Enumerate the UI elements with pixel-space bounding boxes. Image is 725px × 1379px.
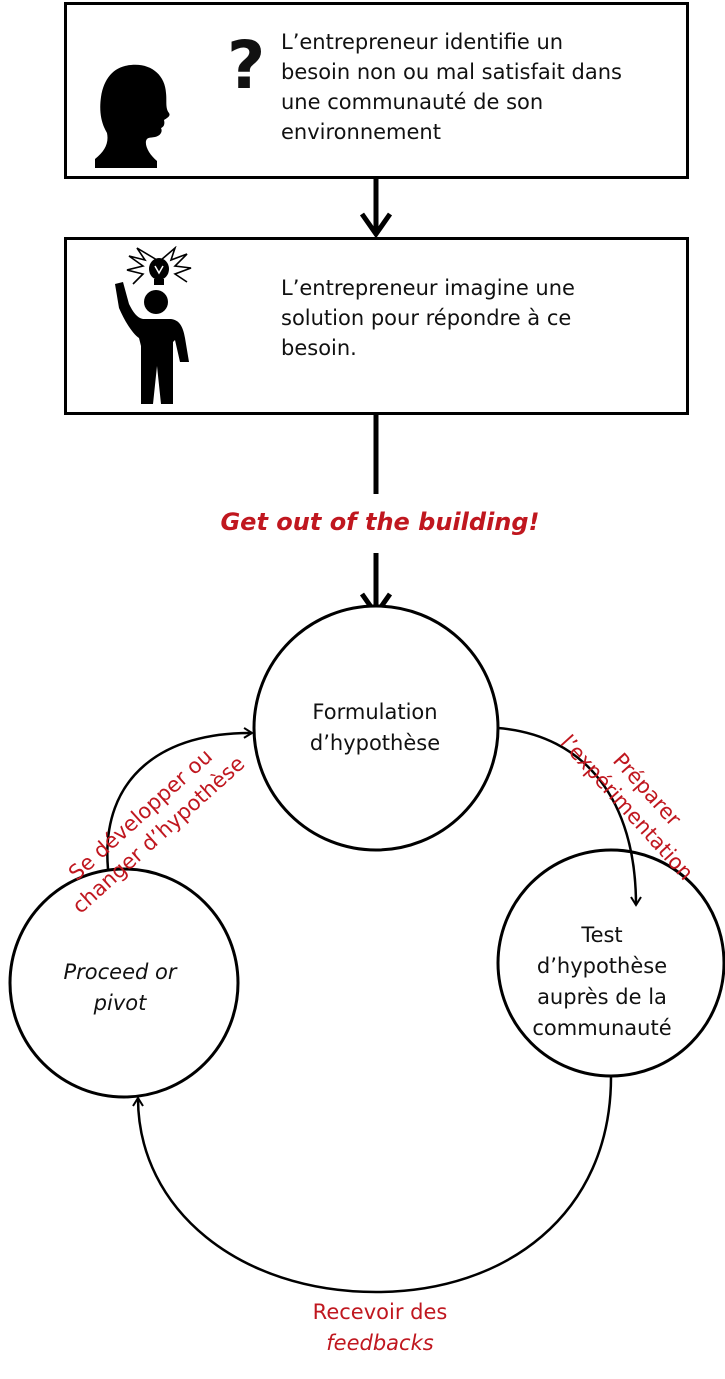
test-node-label: Test d’hypothèse auprès de la communauté — [532, 923, 672, 1040]
head-silhouette-icon — [95, 64, 170, 168]
imagine-step-box: L’entrepreneur imagine une solution pour… — [64, 237, 689, 415]
test-node — [496, 848, 725, 1078]
person-lightbulb-icon — [115, 246, 192, 404]
question-mark-icon: ? — [227, 27, 266, 104]
edge-feedback — [132, 1076, 613, 1294]
get-out-of-building-label: Get out of the building! — [220, 508, 540, 536]
feedback-edge-label: Recevoir des feedbacks — [250, 1297, 510, 1359]
proceed-node-label: Proceed or pivot — [63, 960, 177, 1015]
feedback-label-prefix: Recevoir des — [312, 1300, 448, 1324]
identify-step-text: L’entrepreneur identifie un besoin non o… — [281, 30, 622, 144]
formulation-node-label: Formulation d’hypothèse — [309, 700, 441, 755]
imagine-step-text: L’entrepreneur imagine une solution pour… — [281, 276, 575, 360]
edge-prepare — [497, 726, 642, 907]
arrowhead-identify-to-imagine — [359, 212, 393, 239]
edge-develop — [106, 727, 254, 870]
identify-step-box: ? L’entrepreneur identifie un besoin non… — [64, 2, 689, 179]
feedback-label-italic: feedbacks — [326, 1331, 434, 1355]
proceed-node — [8, 867, 240, 1099]
